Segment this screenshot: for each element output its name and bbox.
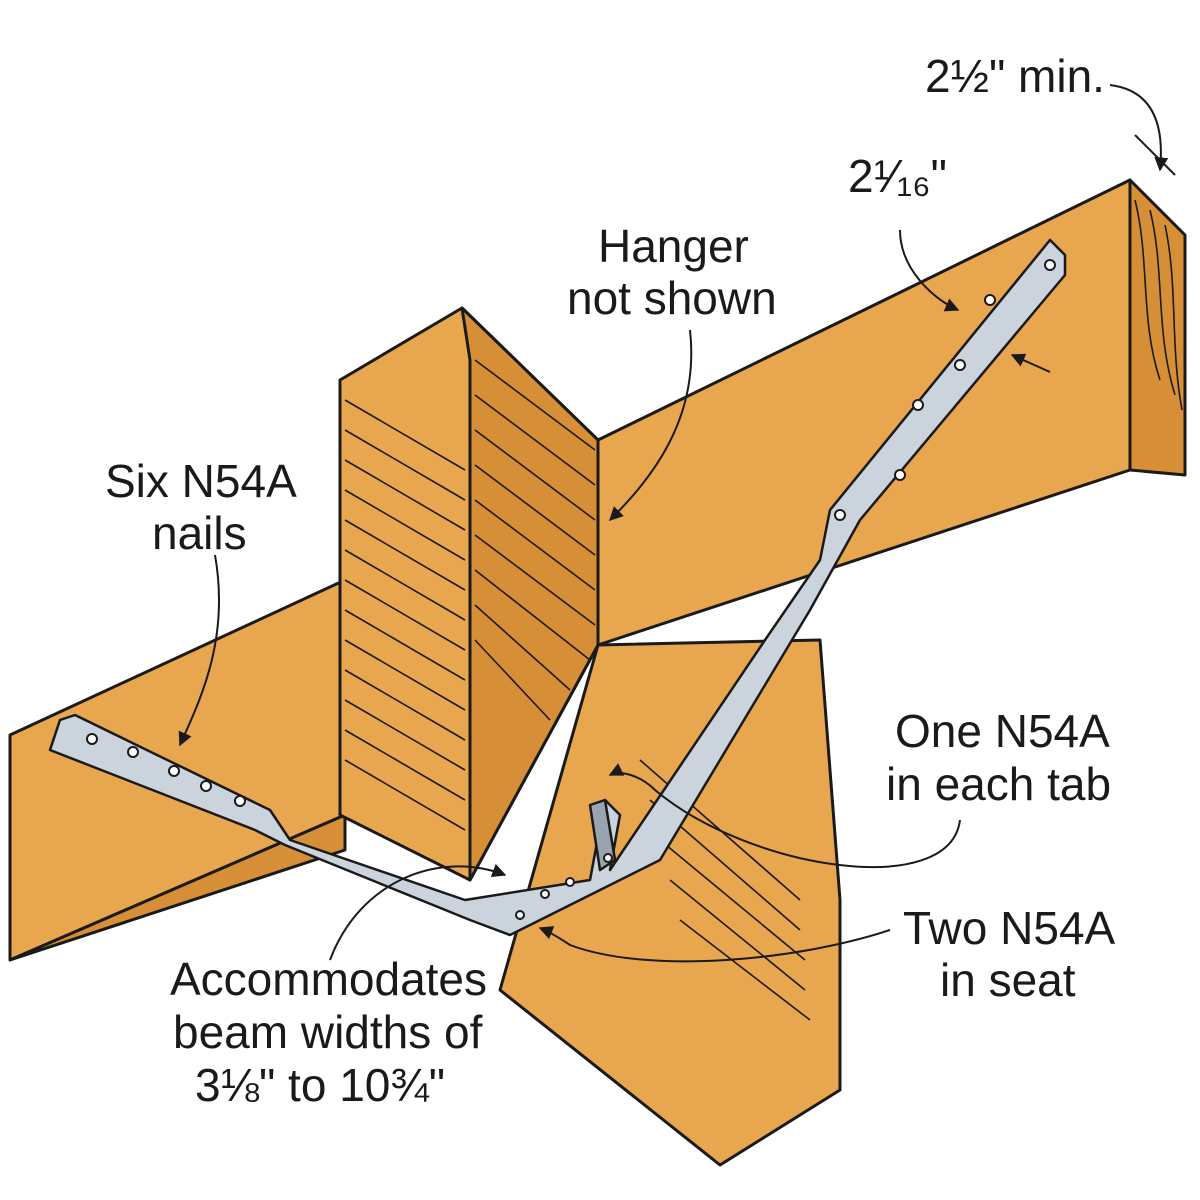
accommodates-label-line2: beam widths of [173,1006,483,1058]
two-seat-label-line2: in seat [940,954,1076,1006]
leader-lines [178,84,1176,963]
min-dimension-label: 2½" min. [925,50,1105,102]
six-nails-label-line2: nails [152,507,247,559]
hanger-label-line1: Hanger [598,220,749,272]
right-beam [596,178,1187,647]
six-nails-label-line1: Six N54A [105,455,297,507]
strap-width-label: 2¹⁄₁₆" [848,150,947,202]
accommodates-label-line3: 3⅛" to 10¾" [195,1059,445,1111]
vertical-post [338,306,600,882]
hanger-label-line2: not shown [567,272,777,324]
one-tab-label-line1: One N54A [895,705,1110,757]
strap-tie [48,238,1067,937]
accommodates-label-line1: Accommodates [170,953,487,1005]
two-seat-label-line1: Two N54A [903,902,1116,954]
one-tab-label-line2: in each tab [886,758,1111,810]
